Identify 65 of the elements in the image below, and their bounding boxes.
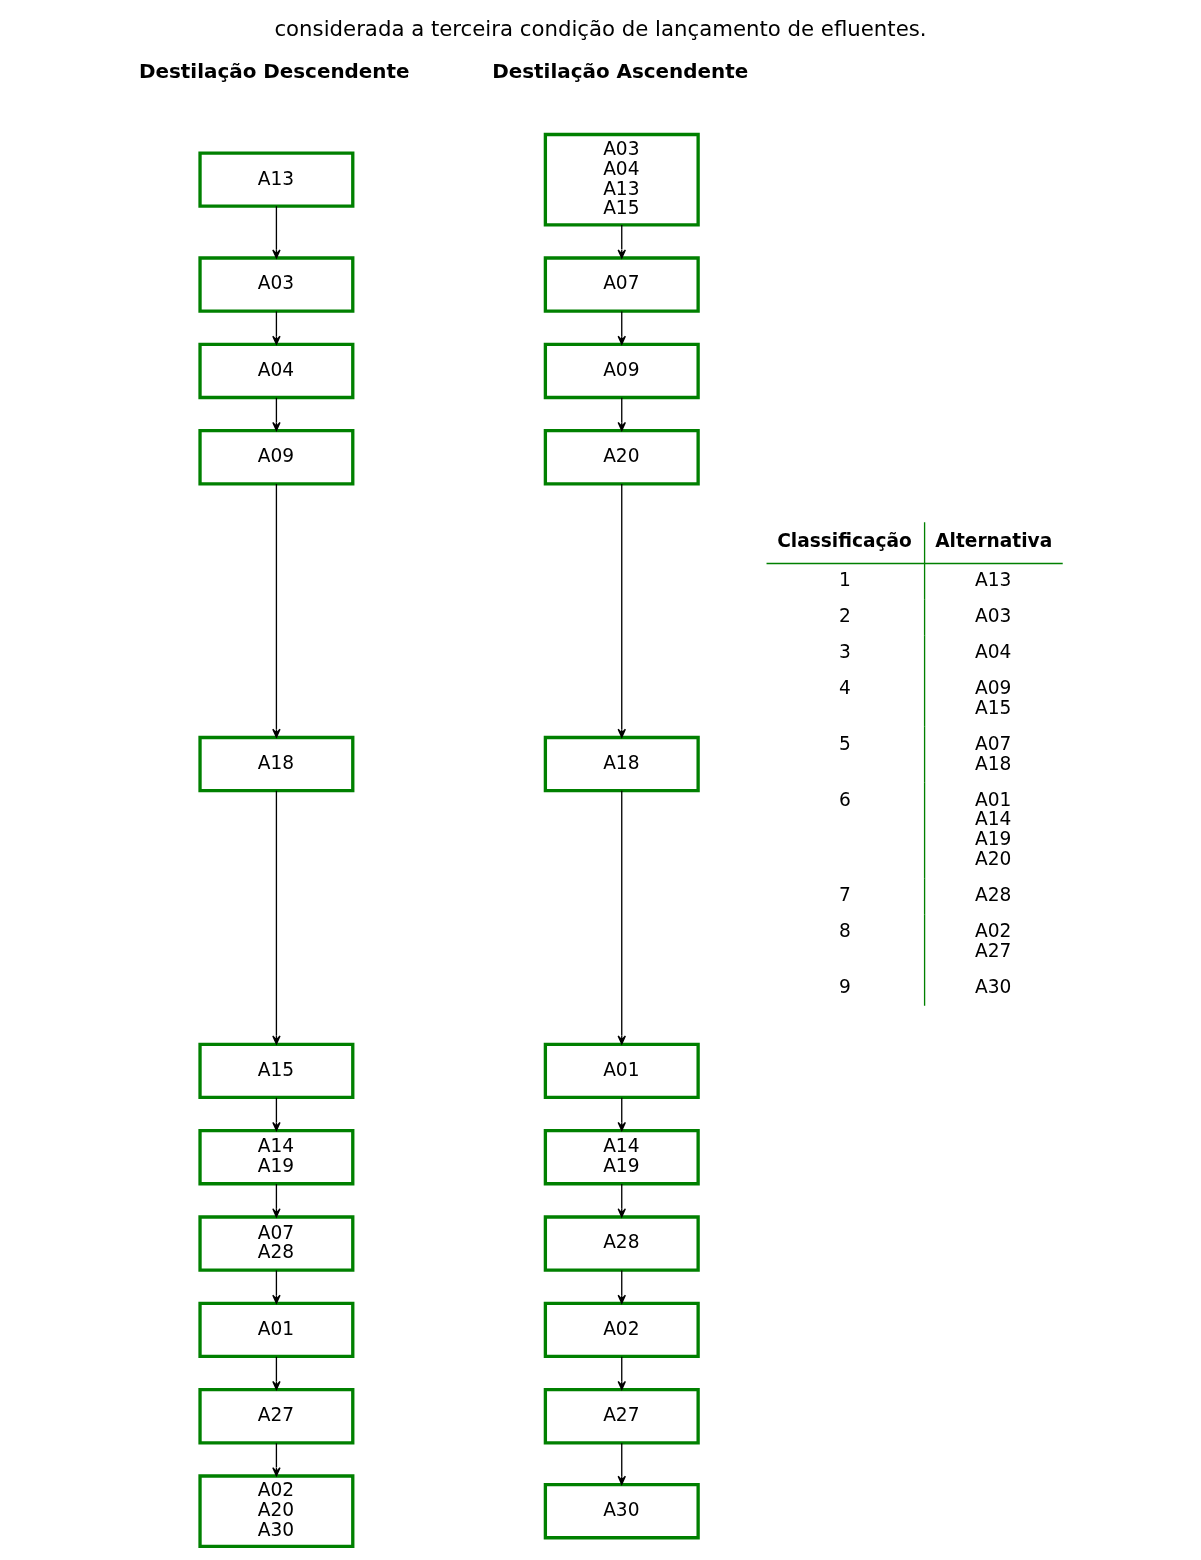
label: Destilação Descendente <box>138 60 410 84</box>
arrow <box>272 1097 281 1132</box>
node-box: A02 A20 A30 <box>198 1474 355 1549</box>
arrow <box>617 397 626 432</box>
label: 4 <box>838 676 851 698</box>
node-box: A02 <box>543 1301 700 1359</box>
diagram-title: considerada a terceira condição de lançamento de efluentes. <box>274 15 927 41</box>
node-box: A14 A19 <box>198 1129 355 1186</box>
node-box: A14 A19 <box>543 1129 700 1186</box>
node-box: A18 <box>543 735 700 793</box>
arrow <box>617 790 626 1045</box>
arrow <box>272 483 281 738</box>
node-box: A04 <box>198 342 355 400</box>
label: 1 <box>838 569 851 591</box>
label: Alternativa <box>935 529 1053 551</box>
arrow <box>617 483 626 738</box>
label: 5 <box>838 732 851 754</box>
arrow <box>617 1183 626 1218</box>
arrow <box>617 1269 626 1304</box>
arrow <box>617 310 626 345</box>
label: A04 <box>975 641 1012 663</box>
node-box: A27 <box>543 1388 700 1445</box>
label: A28 <box>975 884 1012 906</box>
node-box: A03 <box>198 256 355 313</box>
arrow <box>617 1442 626 1485</box>
label: A01 A14 A19 A20 <box>975 788 1012 870</box>
label: A30 <box>975 975 1012 997</box>
arrow <box>272 790 281 1045</box>
node-box: A09 <box>198 429 355 486</box>
label: A09 A15 <box>975 676 1012 718</box>
arrow <box>272 397 281 432</box>
node-box: A07 <box>543 256 700 313</box>
label: 2 <box>838 605 851 627</box>
node-box: A15 <box>198 1042 355 1100</box>
node-box: A01 <box>543 1042 700 1100</box>
label: Destilação Ascendente <box>492 60 749 84</box>
node-box: A30 <box>543 1482 700 1540</box>
arrow <box>272 1183 281 1218</box>
node-box: A27 <box>198 1388 355 1445</box>
label: A02 A27 <box>975 920 1012 961</box>
node-box: A28 <box>543 1215 700 1272</box>
node-box: A09 <box>543 342 700 400</box>
label: A13 <box>975 569 1012 591</box>
node-box: A18 <box>198 735 355 793</box>
arrow <box>272 310 281 345</box>
arrow <box>617 1097 626 1132</box>
label: A03 <box>975 605 1012 627</box>
arrow <box>617 224 626 259</box>
label: A07 A18 <box>975 732 1012 774</box>
label: 6 <box>838 788 851 810</box>
label: Classificação <box>777 529 912 551</box>
label: 7 <box>838 884 851 906</box>
node-box: A20 <box>543 429 700 486</box>
label: 3 <box>838 641 851 663</box>
node-box: A01 <box>198 1301 355 1359</box>
arrow <box>272 1442 281 1477</box>
node-box: A13 <box>198 151 355 208</box>
arrow <box>617 1356 626 1391</box>
arrow <box>272 1269 281 1304</box>
node-box: A07 A28 <box>198 1215 355 1272</box>
label: 8 <box>838 920 851 941</box>
arrow <box>272 1356 281 1391</box>
arrow <box>272 205 281 259</box>
node-box: A03 A04 A13 A15 <box>543 132 700 227</box>
label: 9 <box>838 975 851 997</box>
